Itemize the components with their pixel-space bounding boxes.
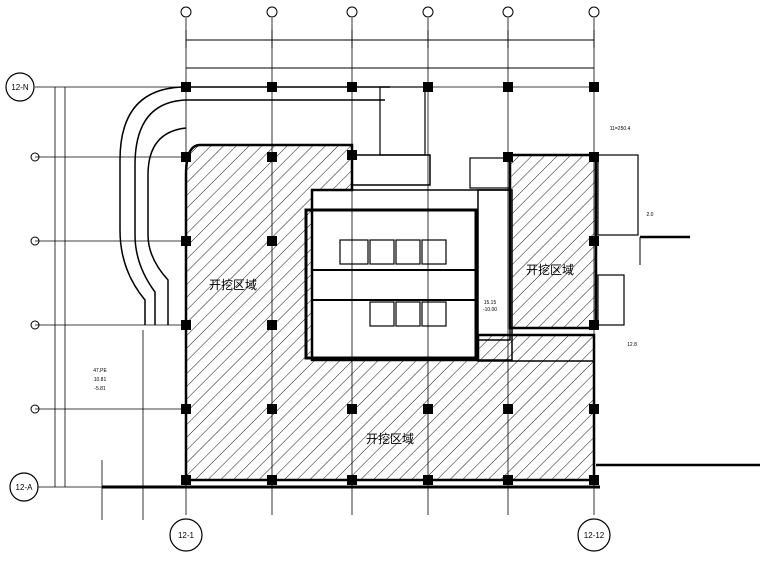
grid-bubble-12-1: 12-1 (169, 518, 203, 552)
side-note: 2.0 (647, 212, 654, 218)
svg-text:47.PE: 47.PE (93, 368, 107, 374)
svg-text:-5.81: -5.81 (94, 386, 106, 392)
grid-bubble-12-12: 12-12 (577, 518, 611, 552)
curved-ramp (119, 86, 390, 325)
left-note: 47.PE 10.81 -5.81 (93, 368, 107, 392)
top-dimension-line (185, 30, 595, 69)
zone-label-bottom: 开挖区域 (366, 431, 414, 446)
zone-label-left: 开挖区域 (209, 277, 257, 292)
svg-text:-10.00: -10.00 (483, 307, 497, 313)
grid-label-12-A: 12-A (16, 483, 34, 492)
building-core (304, 86, 760, 467)
core-note: 15.15 -10.00 (483, 300, 497, 313)
grid-label-12-N: 12-N (11, 83, 29, 92)
svg-text:15.15: 15.15 (484, 300, 497, 306)
grid-bubble-12-A: 12-A (9, 472, 39, 502)
left-grid-bubbles (30, 152, 40, 414)
right-note: 12.8 (627, 342, 637, 348)
grid-label-12-12: 12-12 (584, 531, 605, 540)
excavation-area (184, 143, 598, 482)
top-right-note: 11=250.4 (610, 126, 631, 132)
grid-bubble-12-N: 12-N (5, 72, 35, 102)
top-grid-bubbles (180, 6, 600, 18)
structural-columns (181, 82, 599, 485)
svg-text:10.81: 10.81 (94, 377, 107, 383)
zone-label-right: 开挖区域 (526, 262, 574, 277)
grid-label-12-1: 12-1 (178, 531, 195, 540)
